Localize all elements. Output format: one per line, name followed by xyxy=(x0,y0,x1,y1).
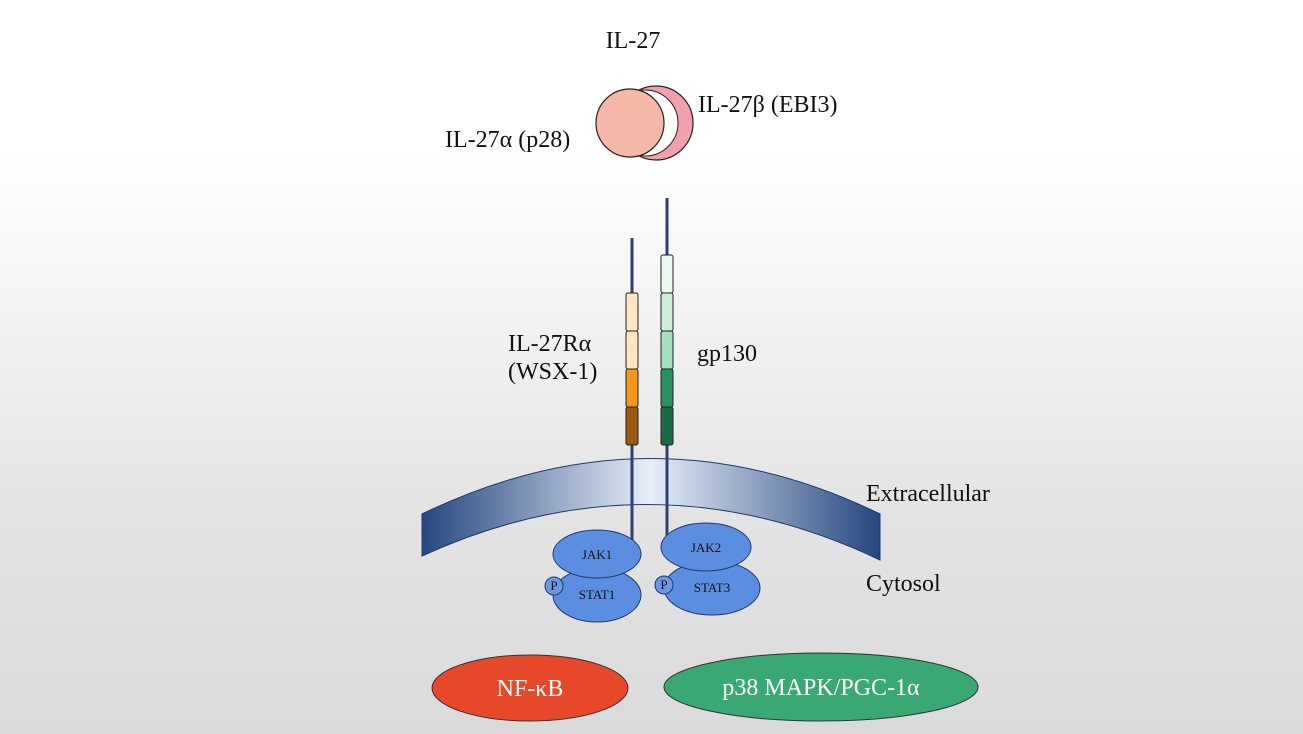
il27r-label: IL-27Rα xyxy=(508,331,592,357)
jak2-label: JAK2 xyxy=(691,540,721,555)
stat1-phospho-label: P xyxy=(550,578,557,593)
p28-subunit xyxy=(595,88,665,158)
stat3-phospho-label: P xyxy=(660,577,667,592)
p38-label: p38 MAPK/PGC-1α xyxy=(722,675,920,701)
nfkb-node xyxy=(431,654,629,722)
il27-label: IL-27 xyxy=(606,28,661,54)
nfkb-label: NF-κB xyxy=(497,676,564,702)
wsx1-label: (WSX-1) xyxy=(508,359,597,385)
jak1 xyxy=(552,529,642,579)
gp130-segment xyxy=(660,330,674,370)
wsx1-segment xyxy=(625,406,639,446)
cell-membrane xyxy=(421,458,881,561)
wsx1-receptor xyxy=(625,292,639,446)
jak1-label: JAK1 xyxy=(582,547,612,562)
stat1-phospho-icon xyxy=(544,576,564,596)
wsx1-segment xyxy=(625,330,639,370)
stat3-label: STAT3 xyxy=(694,580,731,595)
il27-beta-label: IL-27β (EBI3) xyxy=(698,92,838,118)
cytosol-label: Cytosol xyxy=(866,571,941,597)
stat3-phospho-icon xyxy=(654,575,674,595)
gp130-receptor xyxy=(660,254,674,446)
gp130-segment xyxy=(660,406,674,446)
gp130-label: gp130 xyxy=(697,341,757,367)
stat1-label: STAT1 xyxy=(579,587,616,602)
gp130-segment xyxy=(660,292,674,332)
gp130-segment xyxy=(660,254,674,294)
jak2 xyxy=(660,522,752,572)
il27-alpha-label: IL-27α (p28) xyxy=(445,127,570,153)
gp130-segment xyxy=(660,368,674,408)
p38-node xyxy=(663,652,979,722)
wsx1-segment xyxy=(625,292,639,332)
wsx1-segment xyxy=(625,368,639,408)
extracellular-label: Extracellular xyxy=(866,481,990,507)
